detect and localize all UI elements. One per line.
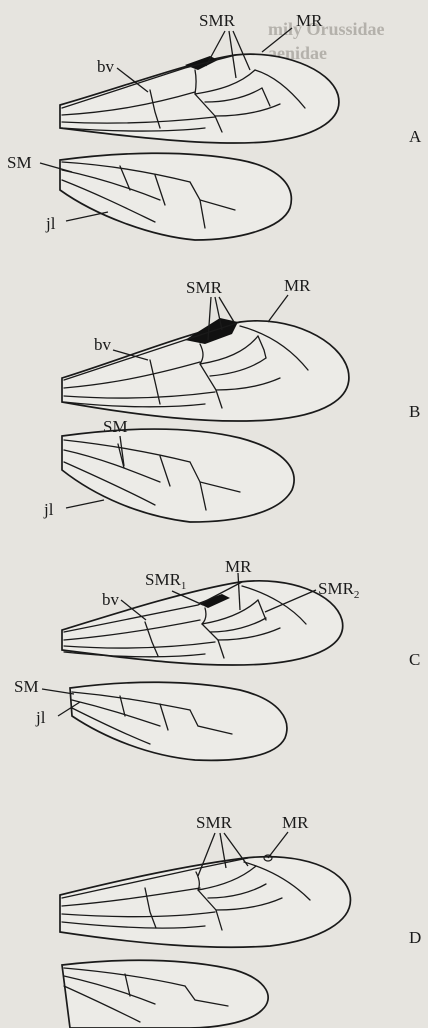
panel-b-hindwing xyxy=(62,429,294,522)
panel-c-smr1-label: SMR1 xyxy=(145,570,186,592)
panel-c-jl-label: jl xyxy=(35,708,46,727)
panel-d-mr-label: MR xyxy=(282,813,309,832)
panel-d: SMR MR D xyxy=(60,813,421,1028)
panel-a-bv-label: bv xyxy=(97,57,115,76)
panel-a-smr-label: SMR xyxy=(199,11,236,30)
panel-b-mr-label: MR xyxy=(284,276,311,295)
panel-c-letter: C xyxy=(409,650,420,669)
panel-a-jl-label: jl xyxy=(45,214,56,233)
panel-a-mr-label: MR xyxy=(296,11,323,30)
panel-b-smr-label: SMR xyxy=(186,278,223,297)
panel-b-bv-label: bv xyxy=(94,335,112,354)
panel-b: SMR MR bv SM jl B xyxy=(43,276,420,522)
panel-b-jl-label: jl xyxy=(43,500,54,519)
panel-c-bv-label: bv xyxy=(102,590,120,609)
panel-a-sm-label: SM xyxy=(7,153,32,172)
panel-c-hindwing xyxy=(70,682,287,760)
panel-c-sm-leader xyxy=(42,689,74,694)
panel-a-letter: A xyxy=(409,127,422,146)
panel-a-jl-leader xyxy=(66,212,108,221)
panel-a-hindwing xyxy=(60,153,291,240)
panel-c-smr2-label: SMR2 xyxy=(318,579,359,601)
panel-d-letter: D xyxy=(409,928,421,947)
panel-b-sm-label: SM xyxy=(103,417,128,436)
panel-d-smr-label: SMR xyxy=(196,813,233,832)
panel-b-mr-leader xyxy=(268,295,288,322)
panel-a: SMR MR bv SM jl A xyxy=(7,11,422,240)
panel-c: SMR1 MR SMR2 bv SM jl C xyxy=(14,557,420,760)
panel-c-sm-label: SM xyxy=(14,677,39,696)
panel-a-mr-leader xyxy=(262,28,292,52)
panel-c-mr-label: MR xyxy=(225,557,252,576)
panel-b-letter: B xyxy=(409,402,420,421)
panel-d-mr-leader xyxy=(268,832,288,858)
panel-b-jl-leader xyxy=(66,500,104,508)
